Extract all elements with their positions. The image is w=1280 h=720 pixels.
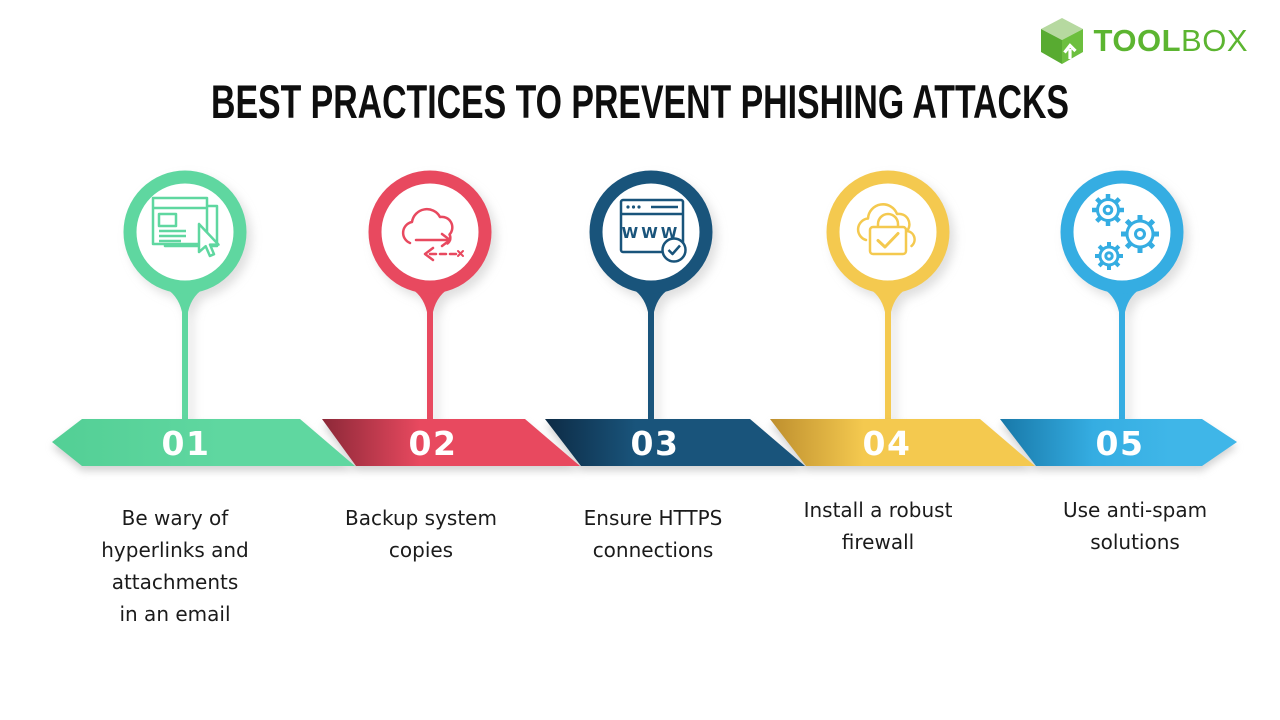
page-title: BEST PRACTICES TO PREVENT PHISHING ATTAC… xyxy=(211,75,1069,128)
cloud-backup-arrows-icon xyxy=(401,207,464,262)
ribbon-banner xyxy=(52,419,1237,466)
pin-item-3: WWW xyxy=(589,170,713,422)
pin-item-1 xyxy=(123,170,247,422)
browser-www-check-icon: WWW xyxy=(619,198,687,263)
cube-3d-icon xyxy=(1041,18,1084,64)
browser-windows-cursor-icon xyxy=(151,196,220,258)
step-number-4: 04 xyxy=(862,424,912,463)
gears-icon xyxy=(1092,194,1159,270)
step-number-3: 03 xyxy=(630,424,680,463)
pin-item-2 xyxy=(368,170,492,422)
brand-name: TOOLBOX xyxy=(1093,23,1248,59)
brand-logo: TOOLBOX xyxy=(1039,16,1248,66)
step-number-1: 01 xyxy=(161,424,211,463)
step-label-4: Install a robust firewall xyxy=(803,498,953,554)
pin-item-5 xyxy=(1060,170,1184,422)
step-number-5: 05 xyxy=(1095,424,1145,463)
ribbon-segment-1 xyxy=(52,419,355,466)
step-number-2: 02 xyxy=(408,424,458,463)
step-label-1: Be wary of hyperlinks and attachments in… xyxy=(101,506,249,626)
cloud-lock-check-icon xyxy=(856,203,916,256)
pin-item-4 xyxy=(826,170,950,422)
step-label-2: Backup system copies xyxy=(345,506,497,562)
brand-name-bold: TOOL xyxy=(1093,23,1182,58)
ribbon-segment-4 xyxy=(770,419,1035,466)
step-label-3: Ensure HTTPS connections xyxy=(583,506,723,562)
svg-text:WWW: WWW xyxy=(622,224,681,242)
ribbon-segment-3 xyxy=(545,419,805,466)
ribbon-segment-2 xyxy=(322,419,580,466)
step-label-5: Use anti-spam solutions xyxy=(1062,498,1208,554)
brand-name-light: BOX xyxy=(1181,23,1248,58)
ribbon-segment-5 xyxy=(1000,419,1237,466)
